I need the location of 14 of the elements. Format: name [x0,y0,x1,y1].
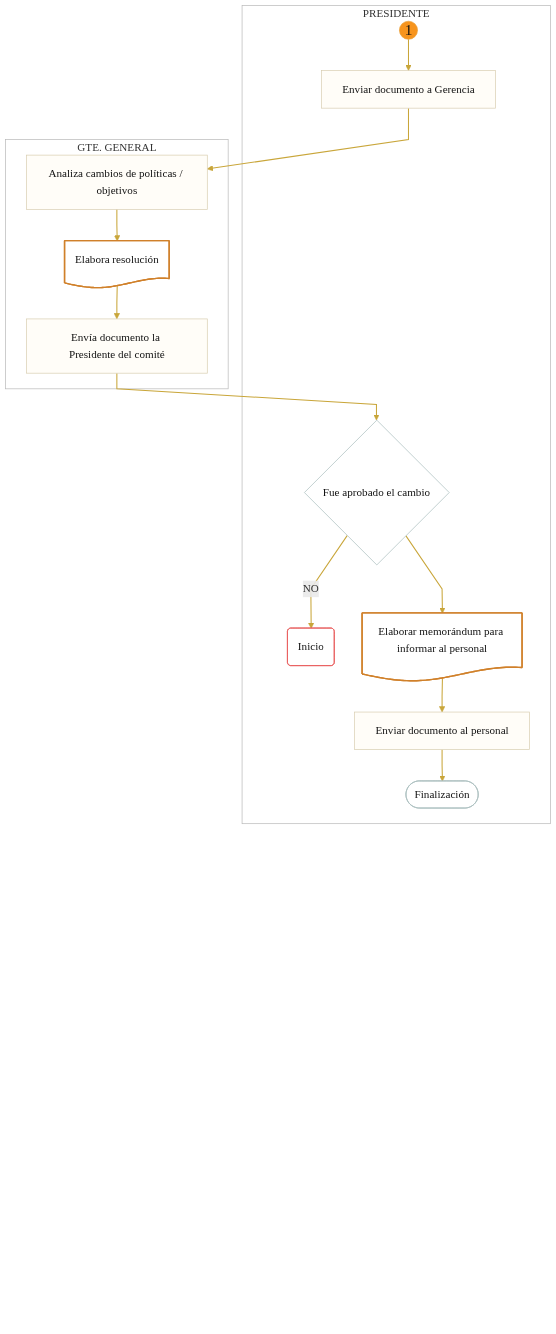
arrow [116,372,380,421]
arrow [439,749,446,782]
arrow [113,285,120,320]
arrow [207,107,409,172]
edge-label: NO [302,582,319,595]
node-diamond: Fue aprobado el cambio [304,419,450,566]
arrow [439,677,446,713]
node-circle: 1 [399,20,418,40]
arrow [405,38,412,71]
node-box: Enviar documento al personal [354,711,530,750]
node-box: Analiza cambios de políticas / objetivos [26,154,208,210]
node-box: Envía documento la Presidente del comité [26,318,208,374]
node-box: Enviar documento a Gerencia [321,70,496,109]
arrow [308,535,348,629]
